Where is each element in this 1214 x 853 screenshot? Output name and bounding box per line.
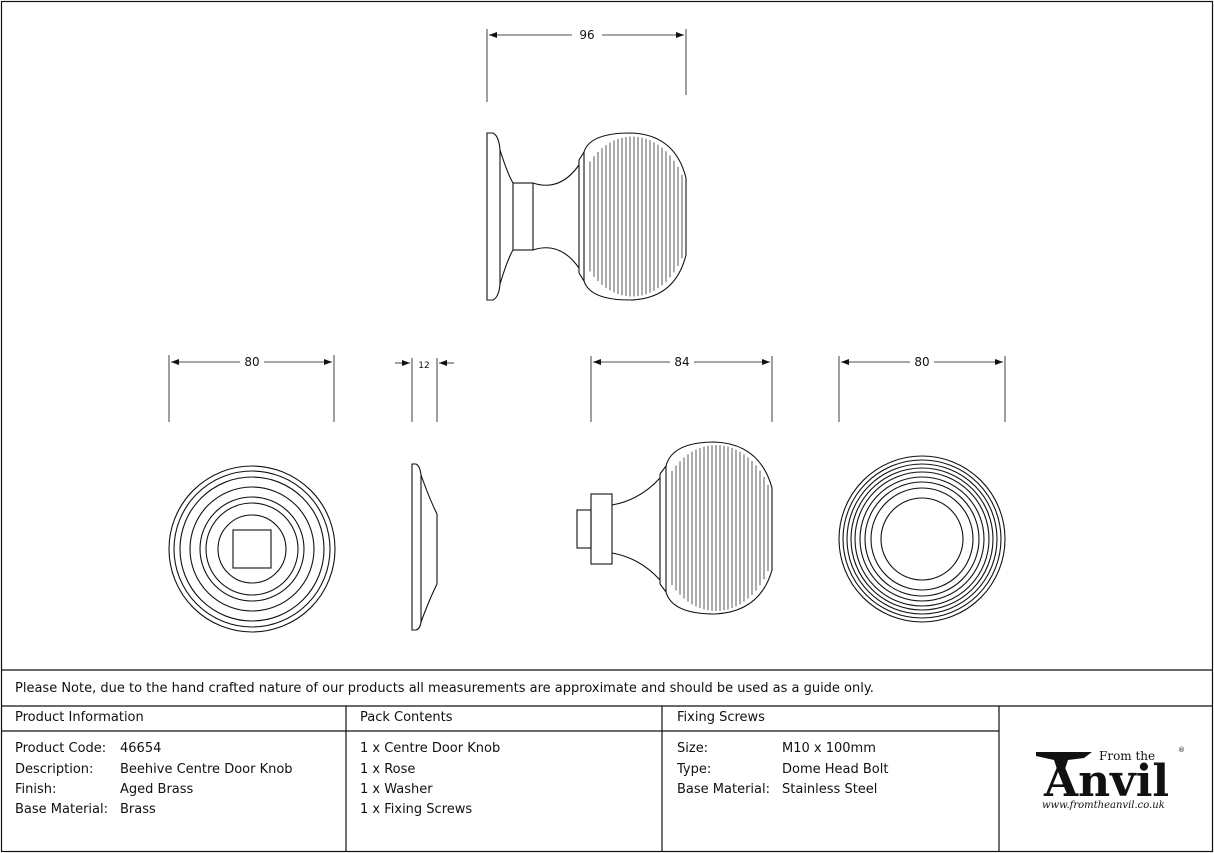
description-value: Beehive Centre Door Knob — [120, 762, 293, 777]
base-material-label: Base Material: — [15, 802, 108, 817]
side-view-knob — [486, 132, 687, 301]
screw-size-label: Size: — [677, 741, 709, 756]
side-view-knob-ribs — [671, 445, 769, 611]
pack-item: 1 x Centre Door Knob — [360, 741, 501, 756]
pack-item: 1 x Rose — [360, 762, 416, 777]
screw-type-label: Type: — [677, 762, 712, 777]
logo-registered-mark: ® — [1178, 746, 1185, 754]
dimension-label-knob: 84 — [674, 355, 689, 369]
screw-material-value: Stainless Steel — [782, 782, 878, 797]
description-label: Description: — [15, 762, 94, 777]
screw-size-value: M10 x 100mm — [782, 741, 876, 756]
pack-contents-heading: Pack Contents — [360, 710, 453, 725]
product-code-label: Product Code: — [15, 741, 107, 756]
dimension-label-side: 96 — [579, 28, 594, 42]
logo-url: www.fromtheanvil.co.uk — [1042, 800, 1165, 811]
screw-material-label: Base Material: — [677, 782, 770, 797]
dimension-label-rose: 80 — [244, 355, 259, 369]
back-view-knob — [838, 455, 1006, 623]
finish-label: Finish: — [15, 782, 57, 797]
finish-value: Aged Brass — [120, 782, 194, 797]
base-material-value: Brass — [120, 802, 156, 817]
front-view-rose — [168, 465, 336, 633]
dimension-label-depth: 12 — [418, 361, 429, 371]
pack-item: 1 x Fixing Screws — [360, 802, 473, 817]
side-view-ribs — [589, 136, 683, 297]
product-info-heading: Product Information — [15, 710, 144, 725]
logo-from-text: From the — [1099, 749, 1155, 763]
anvil-icon — [1036, 752, 1092, 772]
dimension-side-width — [486, 29, 687, 102]
side-view-rose — [411, 463, 438, 631]
product-code-value: 46654 — [120, 741, 162, 756]
dimension-label-back: 80 — [914, 355, 929, 369]
dimension-back-width — [838, 356, 1006, 422]
screw-type-value: Dome Head Bolt — [782, 762, 889, 777]
pack-item: 1 x Washer — [360, 782, 433, 797]
dimension-rose-width — [168, 355, 335, 422]
dimension-rose-depth — [395, 358, 454, 422]
dimension-knob-width — [590, 356, 773, 422]
disclaimer-note: Please Note, due to the hand crafted nat… — [15, 681, 874, 696]
side-view-knob-spindle — [576, 441, 773, 615]
from-the-anvil-logo: From the ® Anvil www.fromtheanvil.co.uk — [1036, 746, 1185, 811]
logo-name: Anvil — [1043, 756, 1169, 807]
fixing-screws-heading: Fixing Screws — [677, 710, 765, 725]
